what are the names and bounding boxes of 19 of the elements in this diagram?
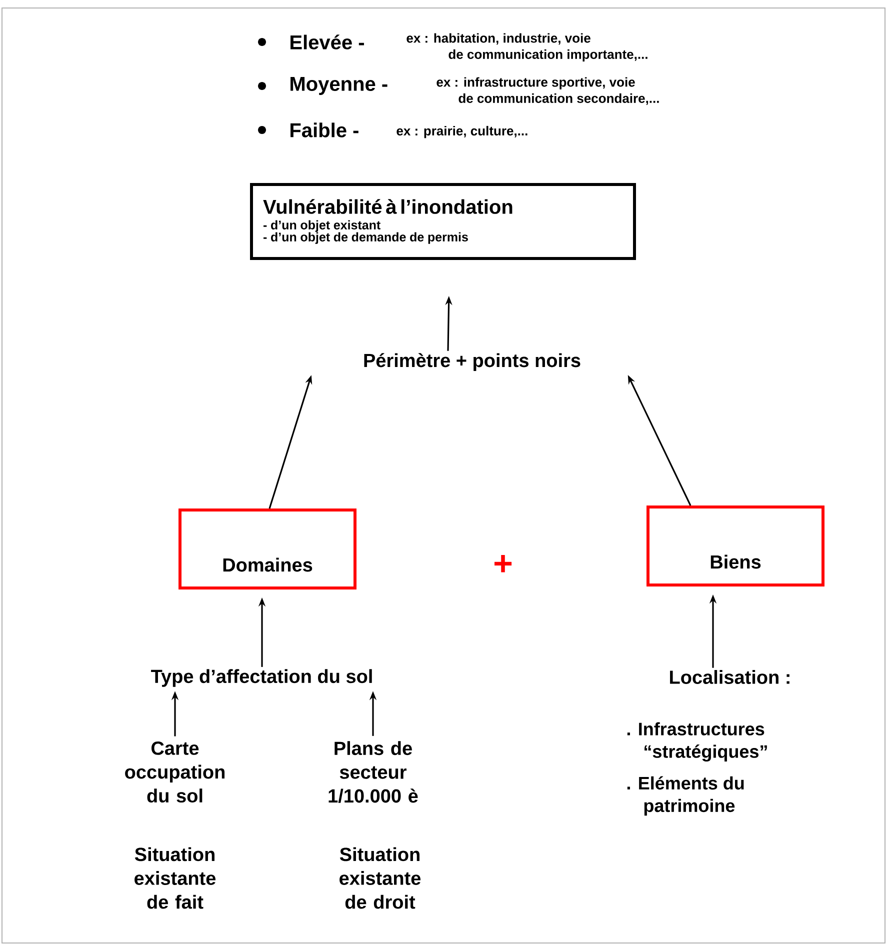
list-item: . Eléments du patrimoine (627, 776, 744, 816)
example-text: ex : habitation, industrie, voie de communication importante,... (406, 33, 648, 62)
node-text: Carte occupation du sol (125, 741, 224, 803)
example-text: ex : prairie, culture,... (396, 126, 528, 138)
category-box: Domaines (178, 508, 356, 590)
title-box: Vulnérabilité à l’inondation - d’un objet existant - d’un objet de demande de permis (250, 183, 636, 260)
level-name: Moyenne - (290, 77, 388, 95)
note-text: Situation existante de fait (134, 847, 216, 909)
level-name: Faible - (290, 122, 358, 138)
level-name: Elevée - (290, 34, 364, 50)
list-item: . Infrastructures “stratégiques” (627, 722, 767, 762)
plus-sign: + (494, 555, 512, 572)
node-text: Type d’affectation du sol (151, 669, 372, 687)
example-text: ex : infrastructure sportive, voie de communication secondaire,... (436, 77, 659, 105)
node-text: Localisation : (670, 670, 790, 684)
note-text: Situation existante de droit (340, 847, 421, 909)
node-text: Périmètre + points noirs (364, 353, 580, 371)
category-box: Biens (646, 506, 824, 586)
node-text: Plans de secteur 1/10.000 è (328, 741, 418, 803)
